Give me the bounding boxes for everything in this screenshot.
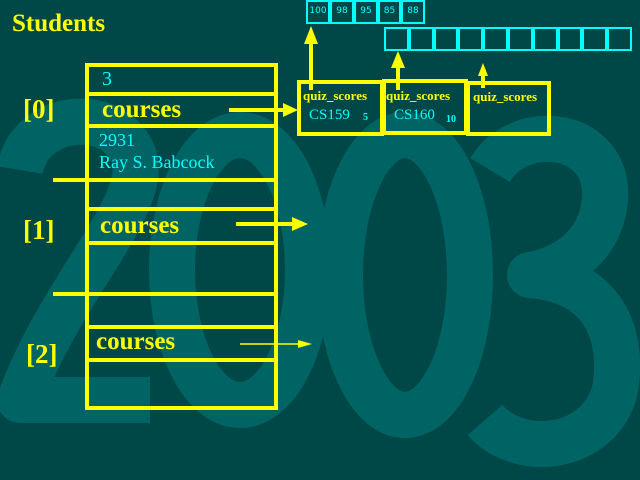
courses-field-2: courses (96, 328, 176, 355)
students-array-box (85, 63, 278, 410)
empty-score-cell (384, 27, 409, 51)
arrow-head (298, 340, 312, 348)
page-title: Students (12, 10, 106, 37)
empty-score-cell (582, 27, 608, 51)
score-cell: 98 (330, 0, 354, 24)
empty-score-cell (433, 27, 459, 51)
course-node-box-2 (466, 81, 551, 136)
score-cell: 95 (354, 0, 378, 24)
index-label-1: [1] (23, 215, 55, 245)
score-cell: 88 (401, 0, 425, 24)
course-name-1: CS160 (394, 107, 435, 123)
index-label-0: [0] (23, 94, 55, 124)
arrow-head (292, 217, 308, 231)
empty-score-cell (483, 27, 508, 51)
arrow-head (283, 103, 298, 117)
empty-score-cell (607, 27, 632, 51)
course-node-label-1: quiz_scores (386, 88, 451, 103)
empty-score-cell (508, 27, 533, 51)
student-id: 2931 (99, 130, 135, 150)
empty-score-cell (557, 27, 583, 51)
empty-score-cell (458, 27, 484, 51)
arrow-head (304, 26, 318, 44)
course-name-0: CS159 (309, 107, 350, 123)
student-name: Ray S. Babcock (99, 152, 215, 172)
empty-score-cell (532, 27, 558, 51)
watermark-digit-3 (467, 115, 640, 467)
course-node-label-0: quiz_scores (303, 88, 368, 103)
course-count-0: 5 (363, 112, 368, 123)
courses-field-1: courses (100, 212, 180, 239)
student-count: 3 (102, 68, 112, 90)
empty-score-cell (408, 27, 434, 51)
score-cell: 100 (306, 0, 330, 24)
watermark-digit-0 (149, 112, 331, 428)
courses-field-0: courses (102, 96, 182, 123)
course-node-label-2: quiz_scores (473, 89, 538, 104)
course-count-1: 10 (446, 114, 456, 125)
index-label-2: [2] (26, 339, 58, 369)
arrow-head (391, 51, 405, 68)
arrow-head (478, 63, 488, 76)
score-cell: 85 (378, 0, 401, 24)
watermark-digit-2 (0, 98, 159, 423)
